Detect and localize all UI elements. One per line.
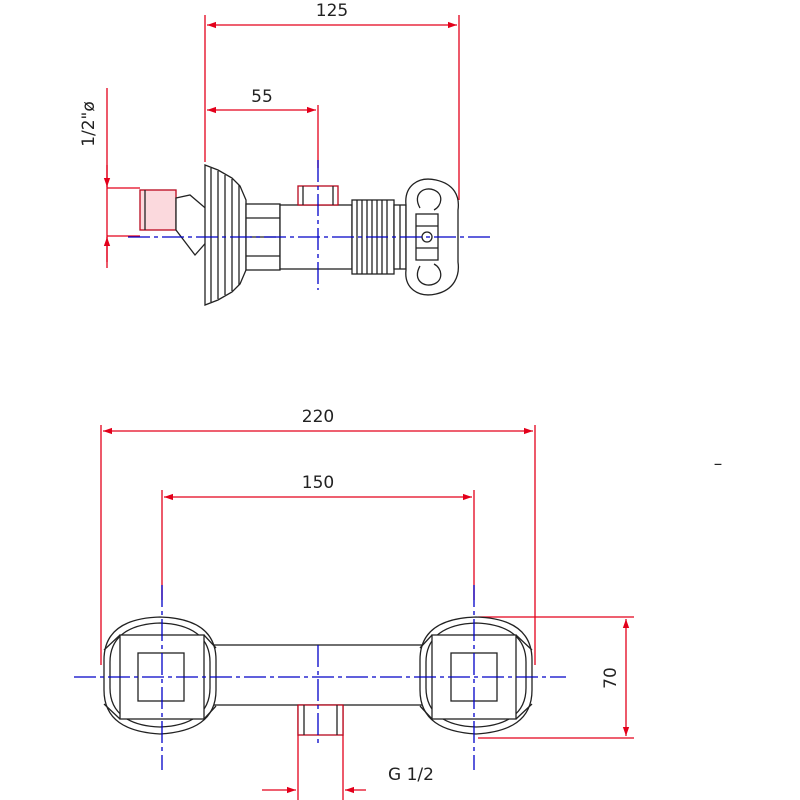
bottom-outlet xyxy=(297,704,344,736)
right-handle xyxy=(419,616,533,735)
front-centerlines xyxy=(74,585,566,770)
front-body xyxy=(103,616,533,736)
dim-150-label: 150 xyxy=(302,473,334,493)
front-dimension-lines xyxy=(103,427,630,794)
stray-mark: – xyxy=(714,454,723,474)
dim-125-label: 125 xyxy=(316,1,348,21)
dim-pipe-label: 1/2"ø xyxy=(79,101,99,147)
dim-220-label: 220 xyxy=(302,407,334,427)
side-view: 125 55 1/2"ø xyxy=(79,1,494,306)
side-body xyxy=(139,164,460,306)
dim-outlet-label: G 1/2 xyxy=(388,765,434,785)
dim-70-label: 70 xyxy=(601,667,621,689)
side-dimension-lines xyxy=(103,21,457,262)
front-view: 220 150 70 G 1/2 xyxy=(74,407,634,800)
left-handle xyxy=(103,616,217,735)
front-extension-lines xyxy=(100,425,634,800)
dim-55-label: 55 xyxy=(251,87,273,107)
side-centerlines xyxy=(128,160,494,290)
